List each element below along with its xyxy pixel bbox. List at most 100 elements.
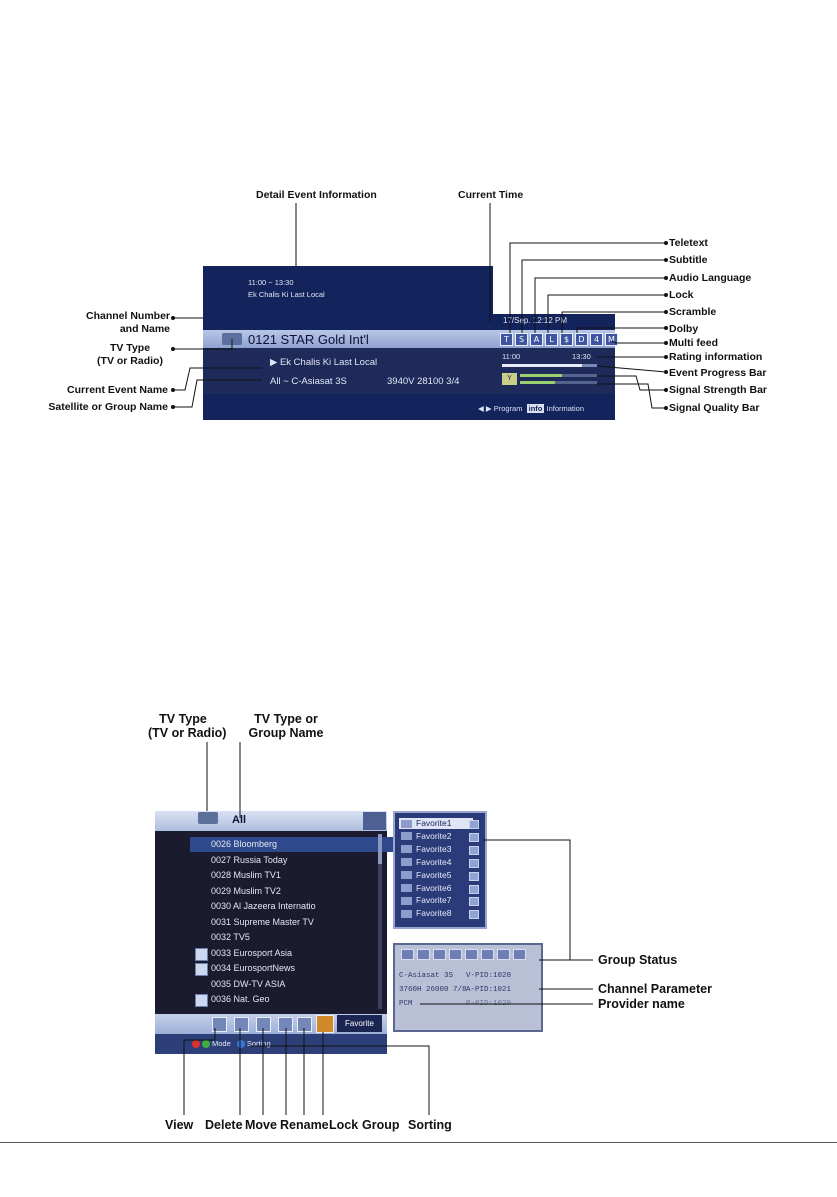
label2-group-status: Group Status bbox=[598, 953, 678, 967]
label-scramble: Scramble bbox=[669, 306, 717, 318]
detail-event-time: 11:00 ~ 13:30 bbox=[248, 278, 294, 287]
channel-list bbox=[155, 831, 387, 1014]
service-icons: T S A L $ D 4 M bbox=[500, 333, 618, 346]
channel-row[interactable]: 0036 Nat. Geo bbox=[211, 994, 270, 1004]
label-signal-quality-bar: Signal Quality Bar bbox=[669, 402, 760, 414]
folder-icon bbox=[401, 884, 412, 892]
multi-feed-icon: M bbox=[605, 333, 618, 346]
param-apid: A-PID:1021 bbox=[466, 986, 512, 994]
signal-strength-fill bbox=[520, 374, 563, 377]
scrollbar[interactable] bbox=[378, 834, 382, 1009]
event-start-time: 11:00 bbox=[502, 352, 521, 361]
help-bar bbox=[203, 394, 615, 420]
header-right-block bbox=[363, 812, 386, 830]
label2-delete: Delete bbox=[205, 1118, 243, 1132]
favorite-group-item[interactable]: Favorite6 bbox=[416, 882, 452, 893]
label-teletext: Teletext bbox=[669, 237, 708, 249]
lock-tool-icon[interactable] bbox=[297, 1017, 312, 1032]
checkbox-icon[interactable] bbox=[469, 871, 479, 881]
scrollbar-thumb[interactable] bbox=[378, 834, 382, 864]
group-status-icon bbox=[433, 949, 446, 960]
label2-group: Group bbox=[362, 1118, 400, 1132]
audio-language-icon: A bbox=[530, 333, 543, 346]
favorite-group-item[interactable]: Favorite4 bbox=[416, 856, 452, 867]
label-subtitle: Subtitle bbox=[669, 254, 708, 266]
label-detail-event-information: Detail Event Information bbox=[256, 189, 377, 201]
checkbox-icon[interactable] bbox=[469, 884, 479, 894]
channel-row[interactable]: 0035 DW-TV ASIA bbox=[211, 978, 286, 989]
current-time-text: 17/Sep. 12:12 PM bbox=[503, 316, 568, 325]
channel-row[interactable]: 0030 Al Jazeera Internatio bbox=[211, 901, 316, 911]
lock-icon: L bbox=[545, 333, 558, 346]
rename-icon[interactable] bbox=[278, 1017, 293, 1032]
favorite-group-item[interactable]: Favorite3 bbox=[416, 843, 452, 854]
signal-quality-fill bbox=[520, 381, 555, 384]
help-program: ◀ ▶ Program bbox=[478, 404, 523, 413]
favorite-group-item[interactable]: Favorite7 bbox=[416, 895, 452, 906]
detail-event-title: Ek Chalis Ki Last Local bbox=[248, 290, 325, 299]
delete-icon[interactable] bbox=[234, 1017, 249, 1032]
param-satellite: C-Asiasat 3S bbox=[399, 972, 454, 980]
scramble-badge-icon bbox=[195, 947, 208, 961]
footer-mode: Mode bbox=[212, 1039, 231, 1048]
group-icon[interactable] bbox=[316, 1015, 334, 1033]
label-dolby: Dolby bbox=[669, 323, 699, 335]
teletext-icon: T bbox=[500, 333, 513, 346]
footer-sorting: Sorting bbox=[246, 1039, 271, 1048]
label-channel-number: Channel Number and Name bbox=[85, 310, 170, 335]
group-status-icon bbox=[417, 949, 430, 960]
label-satellite-group-name: Satellite or Group Name bbox=[48, 401, 168, 413]
label-multi-feed: Multi feed bbox=[669, 337, 718, 349]
channel-row[interactable]: 0028 Muslim TV1 bbox=[211, 870, 281, 880]
folder-icon bbox=[401, 845, 412, 854]
move-icon[interactable] bbox=[256, 1017, 271, 1032]
label2-tv-type-group: TV Type or Group Name bbox=[248, 712, 324, 740]
signal-icon: Y bbox=[502, 373, 517, 385]
checkbox-icon[interactable] bbox=[469, 832, 479, 842]
folder-icon bbox=[401, 871, 412, 880]
channel-row[interactable]: 0029 Muslim TV2 bbox=[211, 885, 281, 896]
favorite-group-item[interactable]: Favorite2 bbox=[416, 830, 452, 841]
param-provider: PCM bbox=[399, 1000, 413, 1008]
checkbox-icon[interactable] bbox=[469, 897, 479, 907]
channel-name: 0121 STAR Gold Int'l bbox=[248, 332, 369, 347]
channel-row[interactable]: 0027 Russia Today bbox=[211, 854, 288, 865]
label2-sorting: Sorting bbox=[408, 1118, 452, 1132]
group-status-icon bbox=[497, 949, 510, 960]
channel-row[interactable]: 0032 TV5 bbox=[211, 932, 250, 942]
tv-type-icon bbox=[222, 333, 242, 345]
favorite-group-item[interactable]: Favorite5 bbox=[416, 869, 452, 880]
channel-row[interactable]: 0031 Supreme Master TV bbox=[211, 916, 314, 927]
folder-icon bbox=[198, 812, 218, 824]
param-vpid: V-PID:1020 bbox=[466, 972, 512, 980]
label-rating-information: Rating information bbox=[669, 351, 763, 363]
param-ppid: P-PID:1020 bbox=[466, 1000, 512, 1008]
scramble-badge-icon bbox=[195, 963, 208, 976]
label2-provider-name: Provider name bbox=[598, 997, 685, 1011]
folder-icon bbox=[401, 909, 412, 918]
folder-icon bbox=[401, 896, 412, 905]
group-status-icon bbox=[449, 949, 462, 960]
channel-row[interactable]: 0026 Bloomberg bbox=[190, 837, 394, 852]
favorite-group-item[interactable]: Favorite8 bbox=[416, 908, 452, 919]
info-key: info bbox=[526, 404, 545, 413]
favorite-group-item[interactable]: Favorite1 bbox=[399, 818, 473, 829]
label2-tv-type: TV Type (TV or Radio) bbox=[148, 712, 227, 740]
help-info: Information bbox=[546, 404, 585, 413]
red-key-icon bbox=[192, 1040, 200, 1049]
checkbox-icon[interactable] bbox=[469, 910, 479, 920]
checkbox-icon[interactable] bbox=[469, 820, 479, 829]
favorite-button[interactable]: Favorite bbox=[337, 1015, 382, 1032]
folder-icon bbox=[401, 819, 412, 828]
event-panel bbox=[203, 348, 615, 394]
checkbox-icon[interactable] bbox=[469, 845, 479, 855]
group-status-icon bbox=[465, 949, 478, 960]
channel-row[interactable]: 0034 EurosportNews bbox=[211, 963, 296, 973]
page-footer-rule bbox=[0, 1142, 837, 1143]
channel-row[interactable]: 0033 Eurosport Asia bbox=[211, 947, 293, 958]
rating-icon: 4 bbox=[590, 333, 603, 346]
label-tv-type: TV Type (TV or Radio) bbox=[97, 342, 163, 367]
label2-view: View bbox=[165, 1118, 194, 1132]
view-icon[interactable] bbox=[212, 1017, 227, 1032]
checkbox-icon[interactable] bbox=[469, 858, 479, 868]
